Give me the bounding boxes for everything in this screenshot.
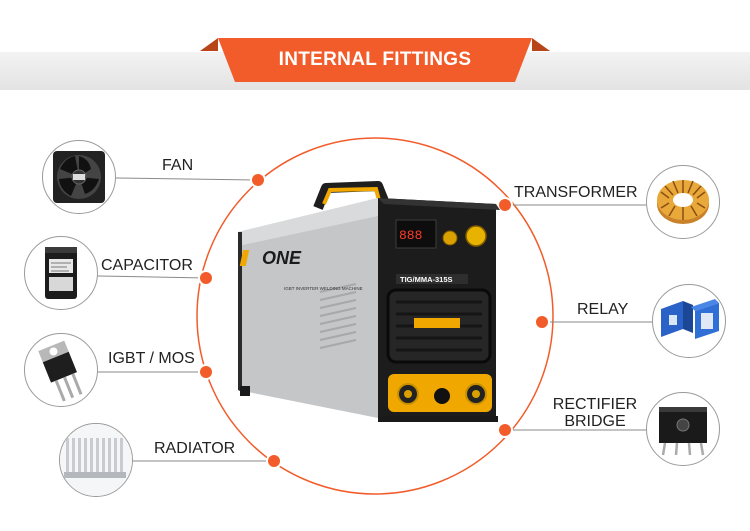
igbt-label: IGBT / MOS — [108, 350, 195, 367]
side-text: IGBT INVERTER WELDING MACHINE — [284, 286, 363, 291]
svg-text:888: 888 — [399, 228, 422, 243]
capacitor-icon — [45, 247, 77, 299]
relay-icon — [661, 299, 719, 339]
rectifier-label-line2: BRIDGE — [564, 413, 626, 430]
capacitor-thumbnail — [24, 236, 98, 310]
header-banner: INTERNAL FITTINGS — [200, 38, 550, 82]
igbt-thumbnail — [24, 333, 98, 407]
rectifier-thumbnail — [646, 392, 720, 466]
heatsink-icon — [60, 424, 132, 496]
fan-label: FAN — [162, 157, 194, 174]
rectifier-label-line1: RECTIFIER — [552, 396, 638, 413]
page-title: INTERNAL FITTINGS — [278, 49, 472, 70]
fan-icon — [53, 151, 105, 203]
fan-thumbnail — [42, 140, 116, 214]
toroid-coil-icon — [657, 180, 709, 224]
brand-logo: ONE — [262, 248, 302, 268]
radiator-thumbnail — [59, 423, 133, 497]
rectifier-label: RECTIFIER BRIDGE — [540, 396, 650, 430]
capacitor-label: CAPACITOR — [101, 257, 193, 274]
relay-thumbnail — [652, 284, 726, 358]
bridge-rectifier-icon — [659, 407, 707, 456]
transformer-label: TRANSFORMER — [514, 184, 638, 201]
transistor-icon — [38, 340, 83, 402]
radiator-label: RADIATOR — [154, 440, 236, 457]
transformer-thumbnail — [646, 165, 720, 239]
relay-label: RELAY — [577, 301, 629, 318]
model-label: TIG/MMA-315S — [400, 275, 453, 284]
welding-machine-image: ONE IGBT INVERTER WELDING MACHINE 888 TI… — [238, 181, 500, 422]
